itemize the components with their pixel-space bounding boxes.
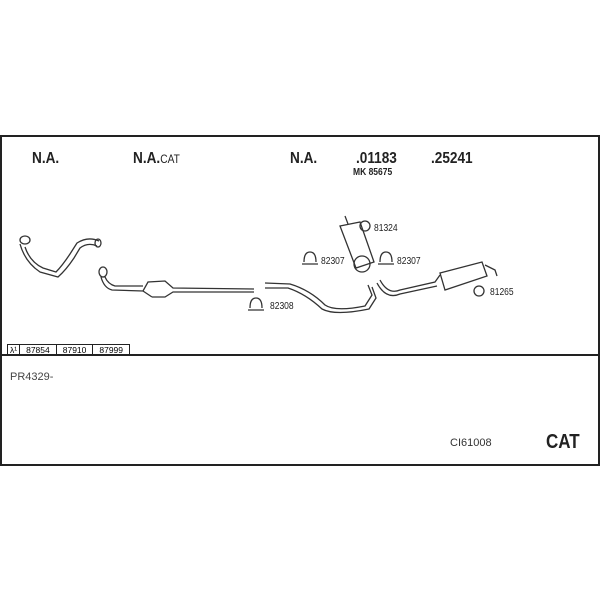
middle-pipe	[264, 282, 377, 314]
diagram-code: CI61008	[450, 437, 492, 449]
cat-label: CAT	[546, 431, 580, 453]
part-81324: 81324	[374, 223, 398, 234]
ref-code: 87854	[19, 344, 57, 356]
clamps-gaskets	[248, 220, 485, 311]
ref-code: 87910	[55, 344, 94, 356]
header-na-cat: N.A.CAT	[133, 150, 180, 168]
middle-muffler	[339, 215, 375, 273]
clamp-82307b-icon	[378, 251, 394, 265]
gasket-81265-icon	[473, 285, 485, 297]
part-82308: 82308	[270, 301, 294, 312]
catalytic-converter-pipe	[98, 266, 255, 298]
ref-code: 87999	[92, 344, 131, 356]
part-82307-left: 82307	[321, 256, 345, 267]
clamp-82308-icon	[248, 297, 264, 311]
gasket-81324-icon	[359, 220, 371, 232]
reference-table: λ¹ 87854 87910 87999	[6, 344, 131, 356]
lambda-symbol: λ¹	[6, 344, 21, 356]
part-81265: 81265	[490, 287, 514, 298]
header-na-2: N.A.	[133, 150, 161, 167]
header-01183: .01183	[356, 150, 397, 167]
diagram-frame	[0, 135, 600, 466]
part-82307-right: 82307	[397, 256, 421, 267]
divider-line	[0, 354, 600, 356]
header-na-3: N.A.	[290, 150, 318, 167]
rear-muffler	[376, 261, 498, 297]
pr-code: PR4329-	[10, 371, 54, 383]
header-mk: MK 85675	[353, 167, 393, 178]
header-25241: .25241	[431, 150, 473, 167]
clamp-82307a-icon	[302, 251, 318, 265]
header-na-1: N.A.	[32, 150, 60, 167]
front-pipe	[19, 235, 102, 278]
header-cat-suffix: CAT	[160, 152, 180, 166]
